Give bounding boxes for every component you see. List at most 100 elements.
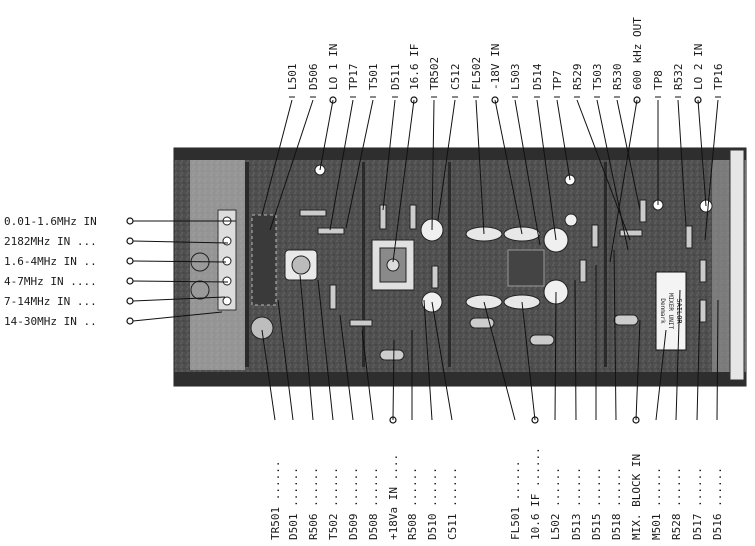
- top-leader: [382, 99, 396, 211]
- top-label-d511: D511: [389, 64, 402, 91]
- top-label-fl502: FL502: [470, 57, 483, 90]
- bottom-leader: [277, 299, 294, 421]
- bottom-leader: [299, 274, 314, 421]
- bottom-label-r528: R528 ......: [670, 467, 683, 540]
- left-terminal: [126, 257, 134, 265]
- left-label-7-14mhz-in: 7-14MHz IN ...: [4, 295, 97, 308]
- callout-lines: [126, 96, 721, 424]
- top-leader: [556, 99, 571, 181]
- top-leader: [431, 99, 435, 231]
- left-leader: [132, 296, 226, 302]
- top-label-tp7: TP7: [551, 70, 564, 90]
- top-label-tp17: TP17: [347, 64, 360, 91]
- top-label-d514: D514: [531, 63, 544, 90]
- left-terminal: [126, 297, 134, 305]
- left-leader: [132, 260, 227, 263]
- top-label-t503: T503: [591, 64, 604, 91]
- left-leader: [132, 311, 223, 322]
- bottom-leader: [696, 299, 701, 421]
- bottom-label-d508: D508 ......: [367, 467, 380, 540]
- bottom-leader: [339, 314, 354, 421]
- left-leader: [132, 240, 229, 244]
- top-label-tp8: TP8: [652, 70, 665, 90]
- left-terminal: [126, 237, 134, 245]
- top-leader: [596, 99, 629, 251]
- left-terminal: [126, 277, 134, 285]
- bottom-leader: [361, 329, 374, 421]
- bottom-leader: [675, 289, 681, 421]
- pcb-board: [173, 147, 747, 387]
- top-leader: [475, 99, 485, 235]
- top-leader: [437, 99, 456, 221]
- top-label-r529: R529: [571, 64, 584, 91]
- bottom-leader: [392, 339, 395, 421]
- top-leader: [616, 99, 641, 211]
- top-label-r532: R532: [672, 64, 685, 91]
- bottom-label-tr501: TR501 ......: [269, 461, 282, 540]
- left-terminal: [126, 217, 134, 225]
- top-label-16-6-if: 16.6 IF: [408, 44, 421, 90]
- top-label-c512: C512: [449, 64, 462, 91]
- bottom-leader: [423, 299, 433, 421]
- top-label-600-khz-out: 600 kHz OUT: [631, 17, 644, 90]
- top-label-l501: L501: [286, 64, 299, 91]
- top-label-lo-1-in: LO 1 IN: [327, 44, 340, 90]
- bottom-label-t502: T502 ......: [327, 467, 340, 540]
- module-label-line2: MIXER UNIT: [667, 293, 674, 330]
- bottom-leader: [574, 279, 577, 421]
- bottom-label-18va-in: +18Va IN ....: [387, 454, 400, 540]
- top-leader: [494, 99, 523, 235]
- bottom-label-d501: D501 ......: [287, 467, 300, 540]
- bottom-label-mix-block-in: MIX. BLOCK IN: [630, 454, 643, 540]
- bottom-label-d518: D518 ......: [610, 467, 623, 540]
- top-leader: [392, 99, 415, 263]
- module-label-line3: Denmark: [659, 298, 666, 324]
- bottom-leader: [431, 301, 453, 421]
- bottom-label-l502: L502 ......: [549, 467, 562, 540]
- bottom-label-d515: D515 ......: [590, 467, 603, 540]
- top-leader: [345, 99, 374, 229]
- bottom-leader: [655, 329, 667, 421]
- bottom-leader: [554, 291, 557, 421]
- bottom-leader: [613, 249, 617, 421]
- top-leader: [329, 99, 354, 231]
- top-label-l503: L503: [509, 64, 522, 91]
- top-label-tp16: TP16: [712, 64, 725, 91]
- bottom-label-c511: C511 ......: [446, 467, 459, 540]
- top-leader: [536, 99, 557, 241]
- top-label-tr502: TR502: [428, 57, 441, 90]
- bottom-label-d513: D513 ......: [570, 467, 583, 540]
- bottom-label-m501: M501 ......: [650, 467, 663, 540]
- bottom-label-d517: D517 ......: [691, 467, 704, 540]
- bottom-label-d509: D509 ......: [347, 467, 360, 540]
- bottom-label-d510: D510 ......: [426, 467, 439, 540]
- bottom-label-r508: R508 ......: [406, 467, 419, 540]
- left-label-0-01-1-6mhz-in: 0.01-1.6MHz IN: [4, 215, 97, 228]
- top-label-18v-in: -18V IN: [489, 44, 502, 90]
- left-label-4-7mhz-in: 4-7MHz IN ....: [4, 275, 97, 288]
- top-leader: [697, 99, 707, 207]
- top-label-t501: T501: [367, 64, 380, 91]
- top-leader: [704, 99, 719, 241]
- top-leader: [514, 99, 541, 246]
- top-leader: [319, 99, 334, 171]
- top-leader: [609, 99, 638, 263]
- top-label-lo-2-in: LO 2 IN: [692, 44, 705, 90]
- top-label-d506: D506: [307, 64, 320, 91]
- bottom-leader: [483, 301, 516, 421]
- left-label-1-6-4mhz-in: 1.6-4MHz IN ..: [4, 255, 97, 268]
- bottom-label-fl501: FL501 ......: [509, 461, 522, 540]
- left-terminal: [126, 317, 134, 325]
- bottom-label-r506: R506 ......: [307, 467, 320, 540]
- bottom-label-10-6-if: 10.6 IF ......: [529, 447, 542, 540]
- bottom-leader: [716, 299, 719, 421]
- top-leader: [269, 99, 314, 231]
- top-leader: [261, 99, 293, 216]
- top-leader: [677, 99, 687, 227]
- bottom-leader: [261, 329, 276, 421]
- left-label-14-30mhz-in: 14-30MHz IN ..: [4, 315, 97, 328]
- bottom-leader: [317, 279, 334, 421]
